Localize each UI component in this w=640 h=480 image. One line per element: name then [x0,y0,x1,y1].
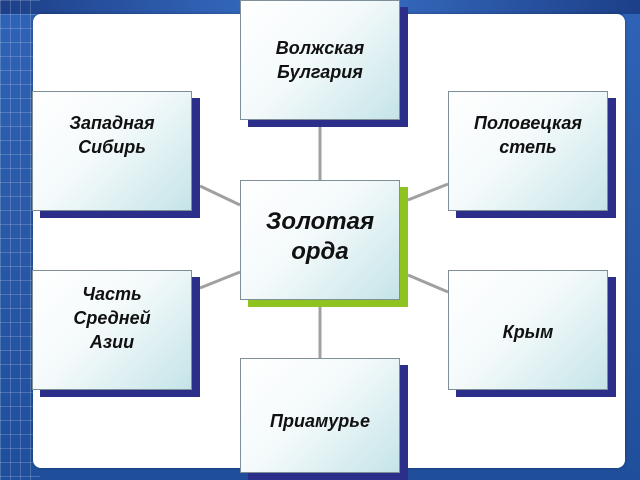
node-label: Золотая орда [265,208,375,265]
node-crimea: Крым [448,270,608,390]
node-label: Волжская Булгария [275,38,365,82]
node-label: Приамурье [270,410,370,431]
node-label: Западная Сибирь [69,113,155,157]
connector-upper-right [407,182,449,202]
node-polovtsian-steppe: Половецкая степь [448,91,608,211]
node-amur-region: Приамурье [240,358,400,473]
connector-lower-right [407,273,449,294]
node-label: Часть Средней Азии [73,284,151,352]
node-western-siberia: Западная Сибирь [32,91,192,211]
connector-upper-left [199,184,241,207]
node-label: Половецкая степь [474,113,582,157]
connector-lower-left [199,270,241,290]
node-volga-bulgaria: Волжская Булгария [240,0,400,120]
node-golden-horde: Золотая орда [240,180,400,300]
node-label: Крым [502,322,554,342]
node-central-asia-part: Часть Средней Азии [32,270,192,390]
